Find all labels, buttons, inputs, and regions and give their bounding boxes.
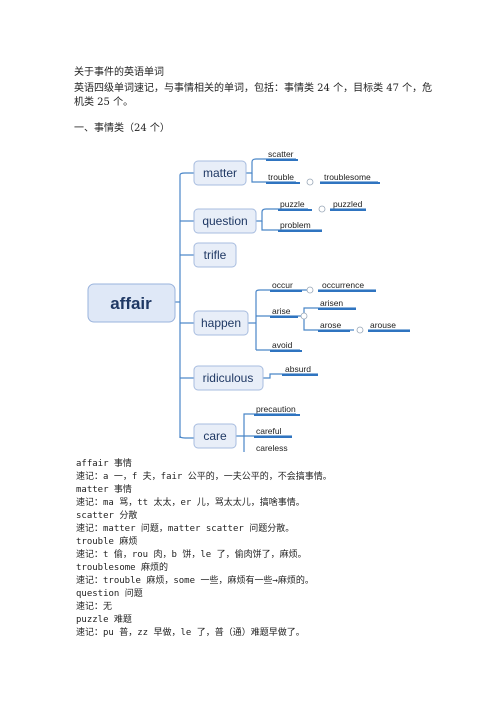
node-ridiculous: ridiculous [203, 371, 254, 385]
leaf-arise: arise [272, 306, 291, 316]
leaf-avoid: avoid [272, 340, 293, 350]
entry-memo: 速记：无 [76, 602, 113, 612]
node-happen: happen [201, 316, 241, 330]
leaf-troublesome: troublesome [324, 172, 371, 182]
leaf-arose: arose [320, 320, 342, 330]
doc-title: 关于事件的英语单词 [74, 67, 164, 78]
entry-word: question 问题 [76, 589, 143, 599]
mindmap: affair matter question trifle happen rid… [87, 149, 410, 452]
entry-word: troublesome 麻烦的 [76, 563, 169, 573]
entry-word: puzzle 难题 [76, 615, 132, 625]
entry-word: trouble 麻烦 [76, 537, 138, 547]
root-node: affair [110, 294, 152, 313]
leaf-absurd: absurd [285, 364, 311, 374]
leaf-problem: problem [280, 220, 311, 230]
leaf-puzzled: puzzled [333, 199, 363, 209]
leaf-scatter: scatter [268, 149, 294, 159]
leaf-arouse: arouse [370, 320, 396, 330]
leaf-puzzle: puzzle [280, 199, 305, 209]
intro-line-2: 机类 25 个。 [74, 97, 134, 108]
node-matter: matter [203, 166, 237, 180]
leaf-arisen: arisen [320, 298, 343, 308]
entries: affair 事情 速记：a 一，f 夫，fair 公平的，一夫公平的，不会搞事… [76, 458, 332, 640]
leaf-precaution: precaution [256, 404, 296, 414]
entry-memo: 速记：matter 问题，matter scatter 问题分散。 [76, 524, 295, 534]
section-heading: 一、事情类（24 个） [74, 123, 170, 134]
leaf-careless: careless [256, 443, 288, 452]
node-care: care [203, 429, 227, 443]
entry-memo: 速记：a 一，f 夫，fair 公平的，一夫公平的，不会搞事情。 [76, 472, 332, 482]
entry-word: matter 事情 [76, 485, 132, 495]
entry-memo: 速记：trouble 麻烦，some 一些，麻烦有一些→麻烦的。 [76, 576, 314, 586]
leaf-occurrence: occurrence [322, 280, 364, 290]
entry-memo: 速记：ma 骂，tt 太太，er 儿，骂太太儿，搞啥事情。 [76, 498, 305, 508]
node-trifle: trifle [204, 248, 227, 262]
entry-memo: 速记：t 偷，rou 肉，b 饼，le 了，偷肉饼了，麻烦。 [76, 550, 307, 560]
leaf-careful: careful [256, 426, 282, 436]
entry-word: affair 事情 [76, 459, 132, 469]
entry-memo: 速记：pu 普，zz 早做，le 了，普（通）难题早做了。 [76, 628, 305, 638]
leaf-occur: occur [272, 280, 293, 290]
node-question: question [202, 214, 247, 228]
leaf-trouble: trouble [268, 172, 294, 182]
entry-word: scatter 分散 [76, 511, 138, 521]
intro-line-1: 英语四级单词速记，与事情相关的单词，包括：事情类 24 个，目标类 47 个，危 [74, 83, 433, 94]
